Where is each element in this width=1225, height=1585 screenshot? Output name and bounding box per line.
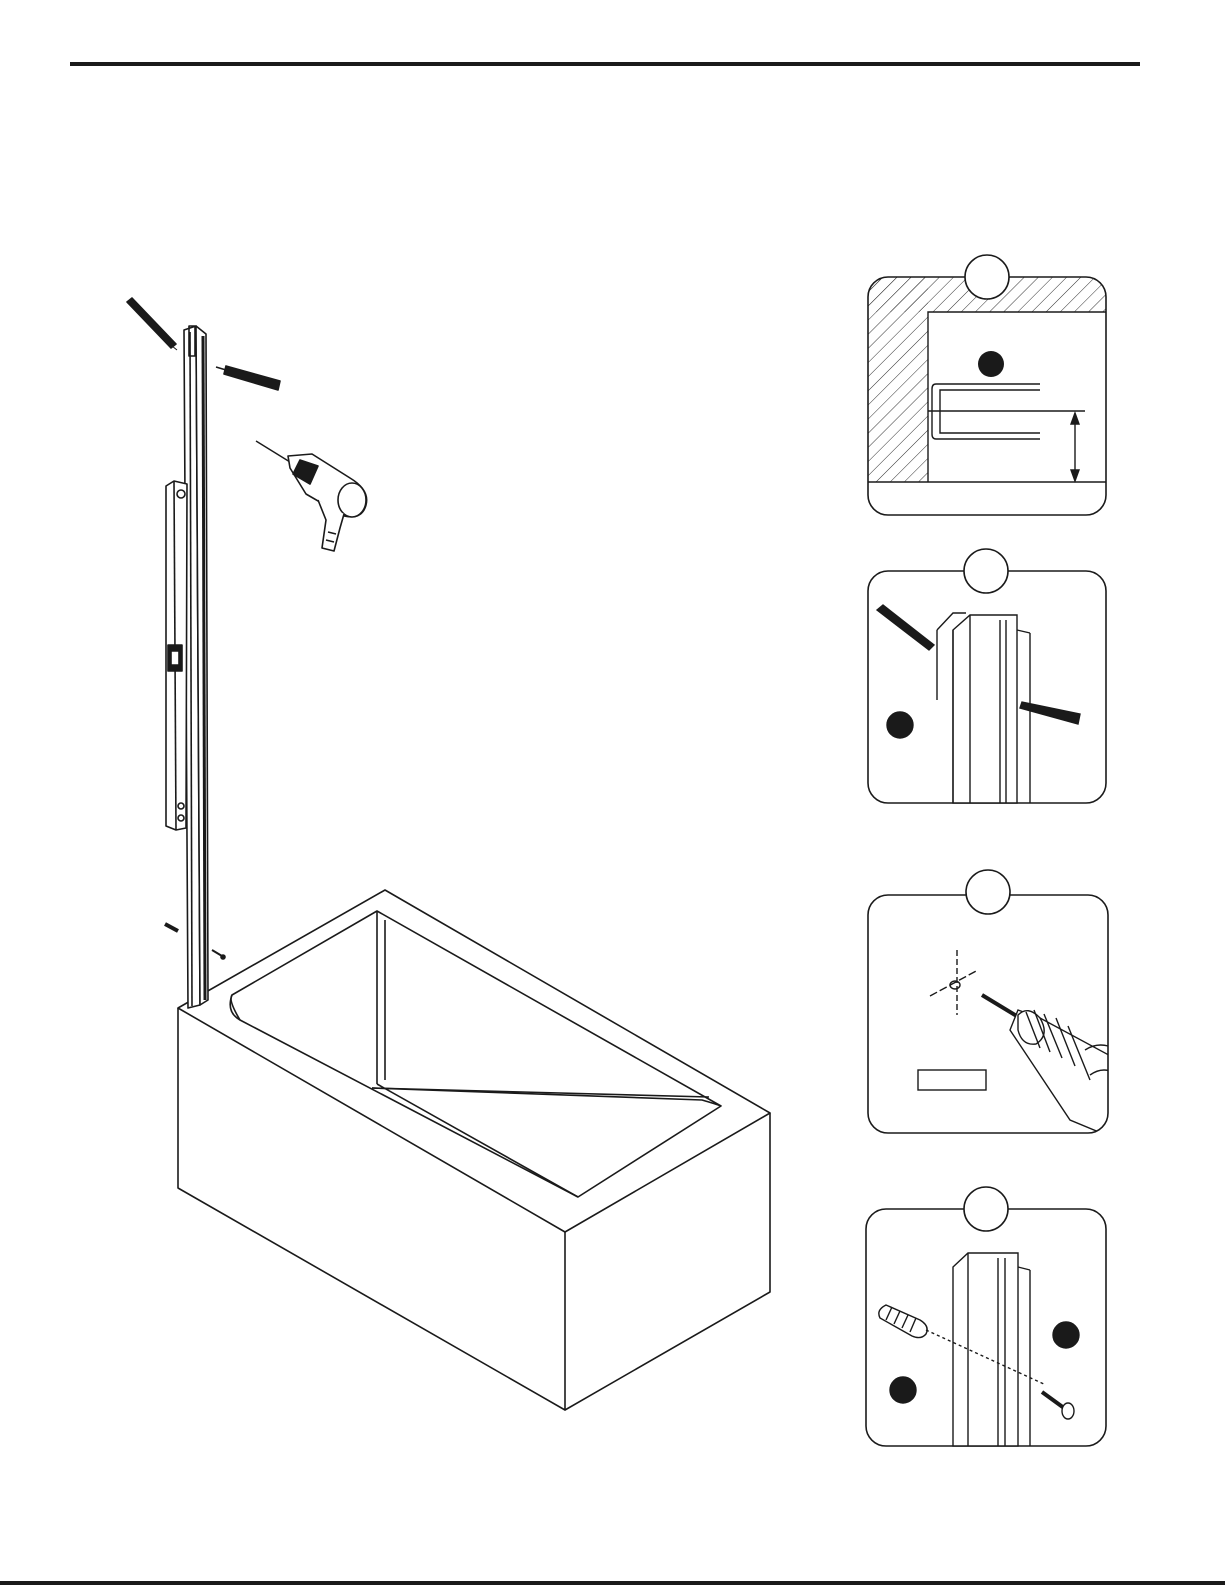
screw-icon [212,950,225,959]
spirit-level-icon [166,481,187,830]
bathtub-icon [178,890,770,1410]
drill-icon [256,441,367,551]
detail-panel-b [868,549,1106,803]
wall-plug-icon [165,924,178,931]
detail-panel-c [868,870,1118,1140]
pencil-icon [127,298,177,350]
pencil-icon [216,366,280,390]
wall-profile-icon [184,326,208,1008]
detail-panel-d [866,1187,1106,1446]
detail-panel-a [868,255,1106,515]
